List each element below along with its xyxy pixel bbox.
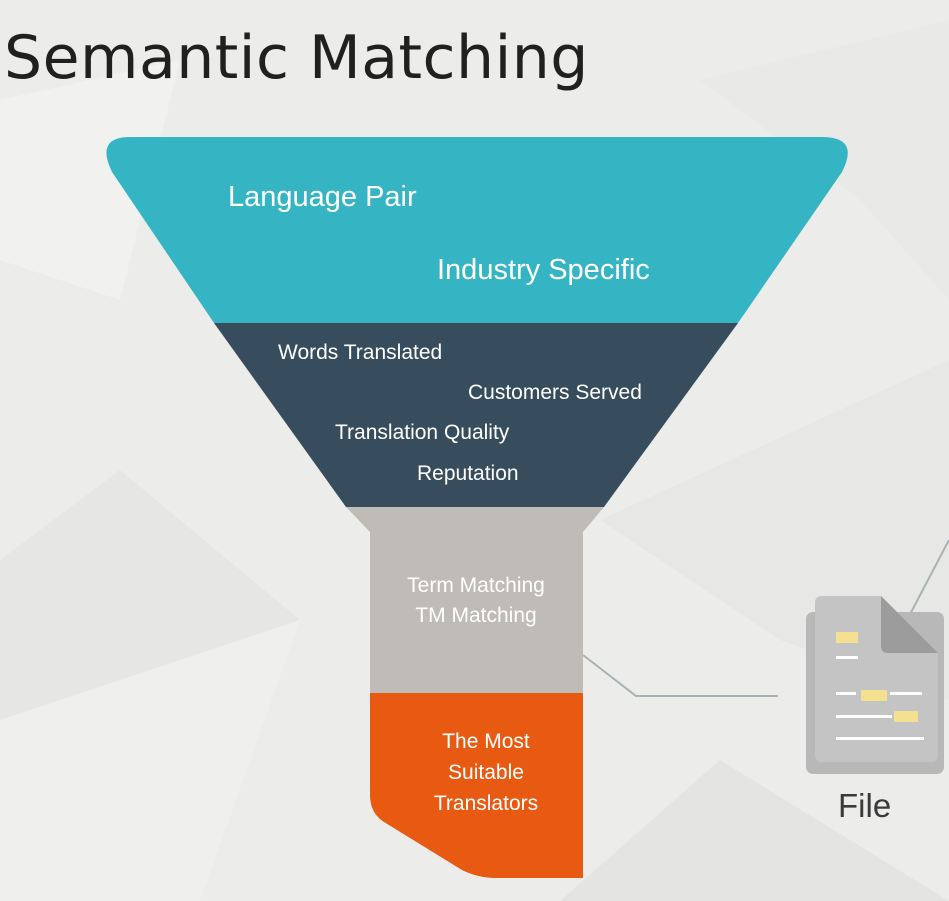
label-language-pair: Language Pair bbox=[228, 181, 417, 213]
funnel-stage-3 bbox=[346, 507, 604, 693]
funnel-stage-1 bbox=[106, 137, 848, 323]
label-customers-served: Customers Served bbox=[468, 381, 642, 404]
label-tm-matching: TM Matching bbox=[415, 604, 537, 627]
label-the-most: The Most bbox=[442, 730, 530, 753]
label-translators: Translators bbox=[433, 792, 539, 815]
connector-line bbox=[582, 654, 778, 697]
label-industry-specific: Industry Specific bbox=[437, 254, 650, 286]
page-title: Semantic Matching bbox=[4, 23, 589, 93]
label-words-translated: Words Translated bbox=[278, 341, 443, 364]
label-reputation: Reputation bbox=[417, 462, 519, 485]
funnel-stage-2 bbox=[214, 323, 738, 507]
funnel-stage-4 bbox=[370, 693, 583, 878]
label-term-matching: Term Matching bbox=[407, 574, 545, 597]
label-suitable: Suitable bbox=[448, 761, 524, 784]
connector-line-right bbox=[906, 539, 949, 621]
document-icon bbox=[806, 596, 944, 774]
label-translation-quality: Translation Quality bbox=[335, 421, 510, 444]
file-label: File bbox=[838, 787, 892, 824]
